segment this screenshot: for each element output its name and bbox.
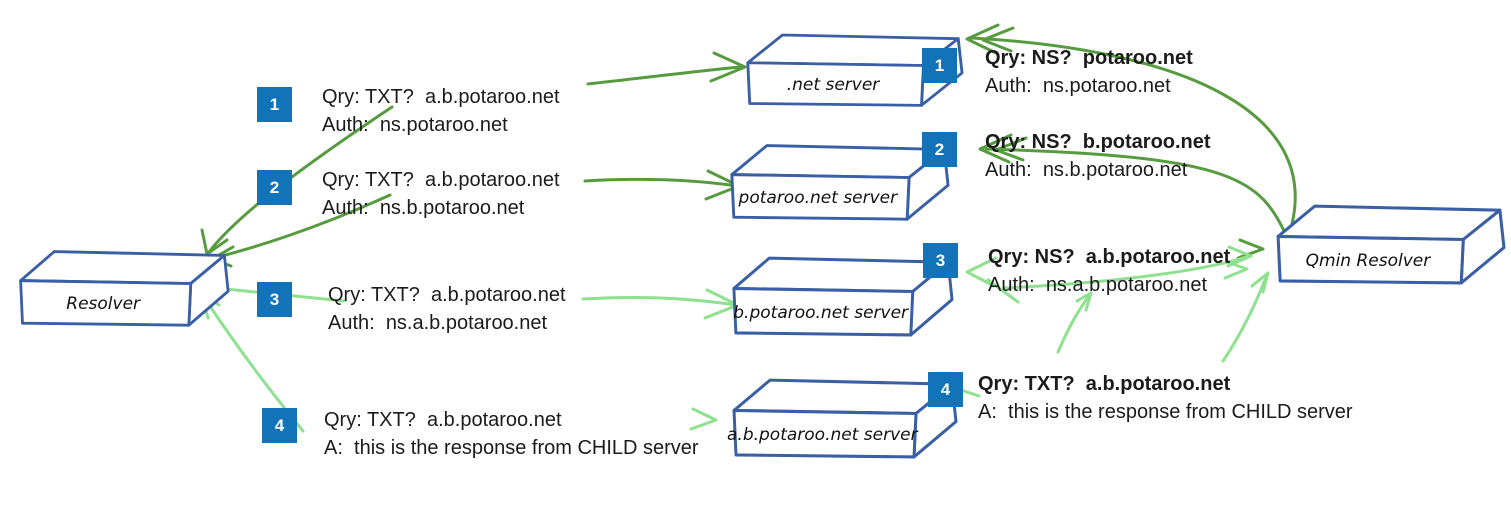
arrow-query-3 xyxy=(581,296,738,307)
qmin-message-1: Qry: NS? potaroo.net Auth: ns.potaroo.ne… xyxy=(985,44,1193,100)
qmin-resolver-label: Qmin Resolver xyxy=(1305,251,1431,272)
arrowhead-qmin-response-3a xyxy=(1226,245,1253,268)
ab-potaroo-server-label: a.b.potaroo.net server xyxy=(727,425,918,446)
resolver-message-4: Qry: TXT? a.b.potaroo.net A: this is the… xyxy=(324,406,699,462)
resolver-message-2-query: Qry: TXT? a.b.potaroo.net xyxy=(322,169,560,191)
resolver-message-4-query: Qry: TXT? a.b.potaroo.net xyxy=(324,409,562,431)
server-slab-shape xyxy=(732,256,954,337)
qmin-message-2: Qry: NS? b.potaroo.net Auth: ns.b.potaro… xyxy=(985,128,1211,184)
qmin-message-3-query: Qry: NS? a.b.potaroo.net xyxy=(988,246,1231,268)
step-badge-1-left: 1 xyxy=(257,87,292,122)
qmin-message-2-auth: Auth: ns.b.potaroo.net xyxy=(985,159,1188,181)
arrowhead-into-qmin-dark xyxy=(1236,238,1265,260)
qmin-message-4-query: Qry: TXT? a.b.potaroo.net xyxy=(978,373,1231,395)
arrow-query-1 xyxy=(586,65,743,86)
ab-potaroo-server-box: a.b.potaroo.net server xyxy=(727,366,958,462)
qmin-message-3-auth: Auth: ns.a.b.potaroo.net xyxy=(988,274,1208,296)
dash-near-badge-4 xyxy=(962,389,981,398)
resolver-message-4-answer: A: this is the response from CHILD serve… xyxy=(324,437,699,459)
resolver-message-1: Qry: TXT? a.b.potaroo.net Auth: ns.potar… xyxy=(322,83,560,139)
step-badge-3-left: 3 xyxy=(257,282,292,317)
arrow-query-2 xyxy=(583,177,739,188)
qmin-message-1-auth: Auth: ns.potaroo.net xyxy=(985,75,1171,97)
step-badge-3-server: 3 xyxy=(923,243,958,278)
resolver-message-3-query: Qry: TXT? a.b.potaroo.net xyxy=(328,284,566,306)
potaroo-server-label: potaroo.net server xyxy=(738,188,898,209)
qmin-message-4-answer: A: this is the response from CHILD serve… xyxy=(978,401,1353,423)
qmin-message-4: Qry: TXT? a.b.potaroo.net A: this is the… xyxy=(978,370,1353,426)
step-badge-4-left: 4 xyxy=(262,408,297,443)
arrowhead-qmin-response-4 xyxy=(1250,271,1270,294)
server-slab-shape xyxy=(730,144,950,221)
potaroo-server-box: potaroo.net server xyxy=(726,132,950,224)
resolver-message-2: Qry: TXT? a.b.potaroo.net Auth: ns.b.pot… xyxy=(322,166,560,222)
resolver-message-3-auth: Auth: ns.a.b.potaroo.net xyxy=(328,312,548,334)
step-badge-4-server: 4 xyxy=(928,372,963,407)
b-potaroo-server-box: b.potaroo.net server xyxy=(728,244,954,340)
qmin-resolver-box: Qmin Resolver xyxy=(1272,192,1506,288)
b-potaroo-server-label: b.potaroo.net server xyxy=(733,303,909,324)
qmin-message-1-query: Qry: NS? potaroo.net xyxy=(985,47,1193,69)
step-badge-2-left: 2 xyxy=(257,170,292,205)
server-slab-shape xyxy=(19,250,230,327)
step-badge-1-server: 1 xyxy=(922,48,957,83)
dotnet-server-label: .net server xyxy=(786,75,880,96)
resolver-label: Resolver xyxy=(66,294,141,315)
step-badge-2-server: 2 xyxy=(922,132,957,167)
resolver-message-3: Qry: TXT? a.b.potaroo.net Auth: ns.a.b.p… xyxy=(328,281,566,337)
qmin-message-3: Qry: NS? a.b.potaroo.net Auth: ns.a.b.po… xyxy=(988,243,1230,299)
stray-arrow-up xyxy=(1056,291,1093,354)
arrowhead-query-1 xyxy=(709,51,747,83)
resolver-message-2-auth: Auth: ns.b.potaroo.net xyxy=(322,197,525,219)
resolver-message-1-query: Qry: TXT? a.b.potaroo.net xyxy=(322,86,560,108)
server-slab-shape xyxy=(1276,204,1506,285)
qmin-message-2-query: Qry: NS? b.potaroo.net xyxy=(985,131,1211,153)
resolver-box: Resolver xyxy=(15,238,230,330)
resolver-message-1-auth: Auth: ns.potaroo.net xyxy=(322,114,508,136)
